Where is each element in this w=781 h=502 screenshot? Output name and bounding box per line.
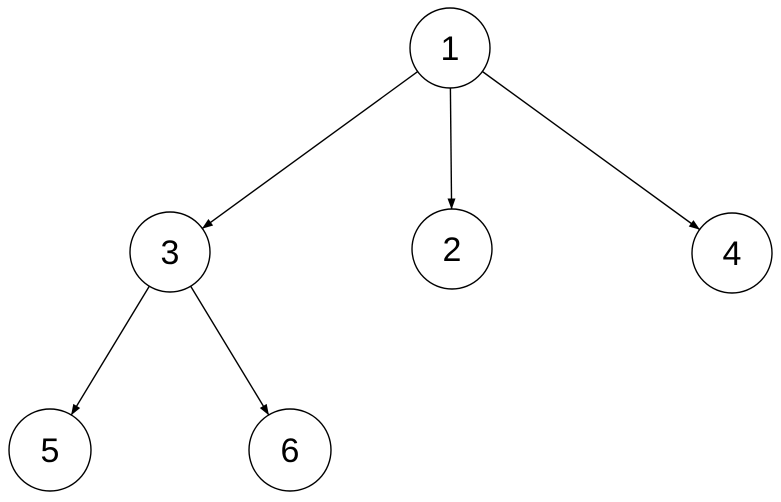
node-label-5: 5 <box>41 432 60 470</box>
tree-node-5: 5 <box>8 408 92 492</box>
node-circle-1 <box>409 7 491 89</box>
node-circle-2 <box>411 208 493 290</box>
node-label-4: 4 <box>723 235 742 273</box>
tree-node-4: 4 <box>691 212 773 294</box>
tree-node-6: 6 <box>248 408 332 492</box>
edge-1-4 <box>481 70 701 231</box>
edges-layer <box>70 70 701 416</box>
node-label-2: 2 <box>443 231 462 269</box>
node-circle-6 <box>248 408 332 492</box>
tree-node-2: 2 <box>411 208 493 290</box>
edge-1-2 <box>447 87 456 210</box>
tree-node-1: 1 <box>409 7 491 89</box>
node-label-6: 6 <box>281 432 300 470</box>
node-circle-5 <box>8 408 92 492</box>
edge-3-5 <box>70 285 150 416</box>
edge-1-3 <box>201 71 419 229</box>
tree-node-3: 3 <box>129 211 211 293</box>
nodes-layer: 1 2 3 4 5 6 <box>8 7 773 492</box>
edge-3-6 <box>190 285 270 416</box>
node-circle-3 <box>129 211 211 293</box>
node-circle-4 <box>691 212 773 294</box>
node-label-3: 3 <box>161 234 180 272</box>
node-label-1: 1 <box>441 30 460 68</box>
